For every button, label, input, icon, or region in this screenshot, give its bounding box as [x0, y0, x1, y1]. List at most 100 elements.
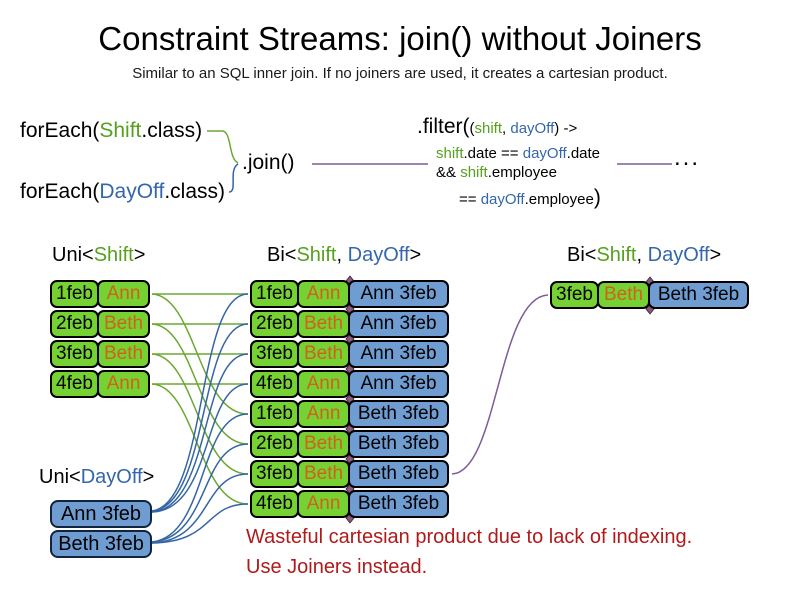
bi-middle-header: Bi<Shift, DayOff>	[267, 244, 421, 267]
code-text: ) ->	[554, 120, 578, 137]
code-filter-line2: shift.date == dayOff.date	[436, 145, 600, 162]
bi-dayoff-cell: Beth 3feb	[348, 400, 449, 428]
bi-employee-cell: Ann	[297, 400, 350, 428]
header-text: ,	[636, 244, 648, 266]
brace-blue-curve	[228, 163, 239, 193]
header-text: >	[409, 244, 422, 266]
warning-line-2: Use Joiners instead.	[246, 556, 428, 578]
shift-date-cell: 3feb	[50, 340, 99, 368]
shift-class-token: Shift	[99, 119, 142, 142]
bi-dayoff-cell: Ann 3feb	[348, 340, 449, 368]
shift-token: shift	[436, 145, 464, 162]
bi-date-cell: 4feb	[250, 370, 299, 398]
code-join: .join()	[242, 151, 295, 174]
bi-date-cell: 3feb	[250, 460, 299, 488]
code-foreach-dayoff: forEach(DayOff.class)	[20, 180, 225, 204]
shift-connectors	[151, 293, 249, 505]
code-text: forEach(	[20, 180, 100, 203]
shift-employee-cell: Beth	[97, 340, 150, 368]
shift-date-cell: 1feb	[50, 280, 99, 308]
header-text: ,	[336, 244, 348, 266]
bi-employee-cell: Ann	[297, 370, 350, 398]
header-text: Uni<	[52, 244, 94, 266]
shift-date-cell: 2feb	[50, 310, 99, 338]
shift-employee-cell: Ann	[97, 370, 150, 398]
dayoff-fact-box: Ann 3feb	[50, 500, 152, 528]
header-text: Bi<	[267, 244, 297, 266]
shift-fact-row: 4feb Ann	[50, 370, 150, 398]
bi-date-cell: 3feb	[250, 340, 299, 368]
bi-row: 4feb Ann Ann 3feb	[250, 370, 449, 398]
code-text: (	[469, 120, 475, 137]
bi-row: 1feb Ann Beth 3feb	[250, 400, 449, 428]
bi-employee-cell: Beth	[297, 460, 350, 488]
bi-date-cell: 2feb	[250, 310, 299, 338]
shift-type-token: Shift	[296, 244, 337, 266]
dayoff-token: dayOff	[480, 191, 525, 208]
code-filter-line1: .filter((shift, dayOff) ->	[417, 115, 577, 139]
bi-employee-cell: Beth	[297, 310, 350, 338]
header-text: Bi<	[567, 244, 597, 266]
dayoff-param-token: dayOff	[510, 120, 555, 137]
header-text: >	[709, 244, 722, 266]
bi-right-header: Bi<Shift, DayOff>	[567, 244, 721, 267]
bi-dayoff-cell: Ann 3feb	[348, 280, 449, 308]
code-text: .class)	[141, 119, 203, 142]
code-text: .date	[566, 145, 601, 162]
bi-date-cell: 4feb	[250, 490, 299, 518]
uni-shift-header: Uni<Shift>	[52, 244, 145, 267]
result-row: 3feb Beth Beth 3feb	[550, 281, 749, 309]
code-text: forEach(	[20, 119, 100, 142]
filter-result-curve	[451, 294, 549, 475]
code-filter-line4: == dayOff.employee)	[459, 186, 601, 210]
bi-dayoff-cell: Ann 3feb	[348, 370, 449, 398]
uni-dayoff-header: Uni<DayOff>	[39, 466, 154, 489]
header-text: Uni<	[39, 466, 81, 488]
dayoff-type-token: DayOff	[80, 466, 143, 488]
result-employee-cell: Beth	[597, 281, 650, 309]
dayoff-type-token: DayOff	[347, 244, 410, 266]
code-text: &&	[436, 164, 461, 181]
brace-green-curve	[207, 130, 239, 164]
dayoff-type-token: DayOff	[647, 244, 710, 266]
shift-token: shift	[460, 164, 488, 181]
code-text: ==	[459, 191, 481, 208]
continuation-ellipsis: ...	[674, 144, 701, 171]
filter-close-paren: )	[593, 186, 601, 209]
code-text: ,	[502, 120, 511, 137]
filter-head: .filter(	[417, 115, 470, 138]
header-text: >	[142, 466, 155, 488]
shift-fact-row: 1feb Ann	[50, 280, 150, 308]
bi-employee-cell: Ann	[297, 490, 350, 518]
code-text: .employee	[524, 191, 594, 208]
shift-param-token: shift	[474, 120, 503, 137]
dayoff-class-token: DayOff	[99, 180, 165, 203]
shift-type-token: Shift	[596, 244, 637, 266]
code-text: .employee	[487, 164, 557, 181]
dayoff-connectors	[151, 293, 249, 544]
shift-employee-cell: Beth	[97, 310, 150, 338]
code-foreach-shift: forEach(Shift.class)	[20, 119, 202, 143]
bi-dayoff-cell: Beth 3feb	[348, 430, 449, 458]
result-dayoff-cell: Beth 3feb	[648, 281, 749, 309]
dayoff-token: dayOff	[522, 145, 567, 162]
bi-row: 2feb Beth Ann 3feb	[250, 310, 449, 338]
bi-dayoff-cell: Beth 3feb	[348, 460, 449, 488]
code-text: .date ==	[463, 145, 523, 162]
bi-row: 4feb Ann Beth 3feb	[250, 490, 449, 518]
bi-row: 1feb Ann Ann 3feb	[250, 280, 449, 308]
bi-row: 3feb Beth Beth 3feb	[250, 460, 449, 488]
shift-type-token: Shift	[93, 244, 134, 266]
bi-dayoff-cell: Beth 3feb	[348, 490, 449, 518]
header-text: >	[133, 244, 146, 266]
bi-employee-cell: Ann	[297, 280, 350, 308]
warning-line-1: Wasteful cartesian product due to lack o…	[246, 526, 693, 548]
shift-date-cell: 4feb	[50, 370, 99, 398]
shift-employee-cell: Ann	[97, 280, 150, 308]
shift-fact-row: 3feb Beth	[50, 340, 150, 368]
bi-row: 3feb Beth Ann 3feb	[250, 340, 449, 368]
bi-date-cell: 1feb	[250, 400, 299, 428]
dayoff-fact-box: Beth 3feb	[50, 530, 152, 558]
page-title: Constraint Streams: join() without Joine…	[98, 20, 702, 57]
